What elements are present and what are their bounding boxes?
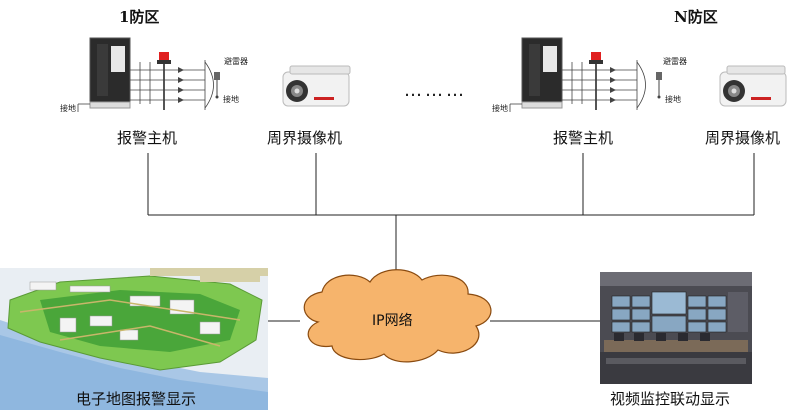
zone-n-perimeter-camera [719, 65, 787, 107]
zone-1-cabinet-display [111, 46, 125, 72]
zone-1-ground-label-left: 接地 [60, 104, 76, 113]
zones-ellipsis: ……… [404, 80, 467, 101]
zone-1-arrester-label: 避雷器 [224, 57, 248, 66]
zone-1-lightning-arrester [214, 72, 220, 80]
zone-n-alarm-host-label: 报警主机 [553, 129, 614, 147]
zone-1-perimeter-camera [282, 65, 351, 107]
zone-1-alarm-host-label: 报警主机 [117, 129, 178, 147]
zone-n-alarm-beacon [591, 52, 601, 60]
zone-n-title: N防区 [674, 8, 718, 26]
zone-n-camera-label: 周界摄像机 [705, 129, 781, 147]
zone-n-arrester-label: 避雷器 [663, 57, 687, 66]
zone-1-alarm-beacon [159, 52, 169, 60]
zone-n-ground-label-right: 接地 [665, 95, 681, 104]
zone-1-camera-label: 周界摄像机 [267, 129, 343, 147]
video-monitoring-caption: 视频监控联动显示 [610, 390, 731, 408]
ip-network-label: IP网络 [372, 313, 413, 329]
zone-n-lightning-arrester [656, 72, 662, 80]
zone-1-ground-label-right: 接地 [223, 95, 239, 104]
zone-1-title: 1防区 [119, 8, 160, 26]
zone-n-ground-label-left: 接地 [492, 104, 508, 113]
zone-1-cabinet-panel [97, 44, 108, 96]
electronic-map-caption: 电子地图报警显示 [76, 390, 197, 408]
